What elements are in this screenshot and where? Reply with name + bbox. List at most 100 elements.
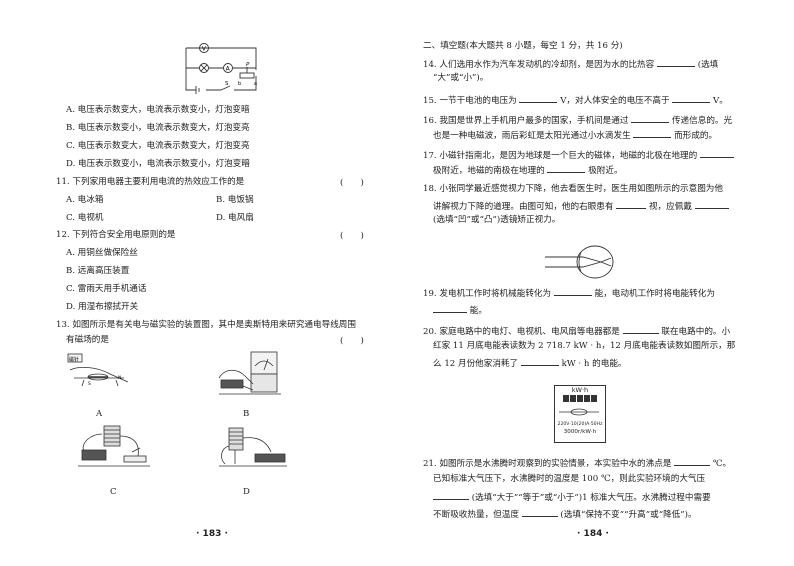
- right-page: 二、填空题(本大题共 8 小题，每空 1 分，共 16 分) 14. 人们选用水…: [397, 0, 794, 566]
- q12-option-d: D. 用湿布擦拭开关: [66, 302, 139, 312]
- q17-blank-2[interactable]: [547, 163, 586, 173]
- q19-text-a: 19. 发电机工作时将机械能转化为: [423, 289, 552, 299]
- q20-blank-1[interactable]: [622, 324, 659, 334]
- q19-text-c: 能。: [469, 306, 487, 316]
- q12-option-c: C. 雷雨天用手机通话: [66, 284, 147, 294]
- q21-blank-3[interactable]: [521, 507, 558, 517]
- q12-option-b: B. 远离高压装置: [66, 266, 130, 276]
- q20-text-a: 20. 家庭电路中的电灯、电视机、电风扇等电器都是: [423, 327, 620, 337]
- q12-paren: ( ): [340, 231, 364, 241]
- q18-text-c: (选填“凹”或“凸”)透镜矫正视力。: [433, 215, 561, 225]
- q15-line: 15. 一节干电池的电压为 V，对人体安全的电压不高于 V。: [423, 93, 728, 107]
- q15-text-b: V，对人体安全的电压不高于: [560, 96, 670, 106]
- q15-text-c: V。: [713, 96, 728, 106]
- meter-digits: [555, 395, 605, 402]
- svg-text:P: P: [246, 62, 250, 68]
- figure-c-caption: C: [110, 487, 117, 497]
- page-number-left: · 183 ·: [196, 529, 228, 539]
- q21-blank-2[interactable]: [433, 490, 469, 500]
- q11-option-d: D. 电风扇: [216, 213, 254, 223]
- q14-line1: 14. 人们选用水作为汽车发动机的冷却剂，是因为水的比热容 (选填: [423, 57, 718, 71]
- q18-text-b: 视，应佩戴: [648, 202, 692, 212]
- q20-blank-2[interactable]: [520, 356, 559, 366]
- q15-blank-2[interactable]: [672, 93, 711, 103]
- q20-line2: 红家 11 月底电能表读数为 2 718.7 kW · h，12 月底电能表读数…: [433, 341, 736, 351]
- electric-meter: kW·h 220V·10(20)A·50Hz 3000r/kW·h: [554, 385, 606, 443]
- figure-b-galvanometer: [218, 351, 281, 395]
- figure-d-motor: [219, 427, 287, 467]
- svg-text:V: V: [202, 46, 207, 53]
- q21-line3: (选填“大于”“等于”或“小于”)1 标准大气压。水沸腾过程中需要: [433, 490, 711, 504]
- q14-text-c: “大”或“小”)。: [433, 73, 489, 83]
- q18-line2: 讲解视力下降的道理。由图可知，他的右眼患有 视，应佩戴: [433, 199, 729, 213]
- q21-blank-1[interactable]: [674, 456, 711, 466]
- eye-diagram: [545, 245, 614, 279]
- q19-text-b: 能，电动机工作时将电能转化为: [594, 289, 715, 299]
- q10-option-b: B. 电压表示数变小，电流表示数变大，灯泡变亮: [66, 123, 250, 133]
- svg-text:A: A: [226, 66, 231, 73]
- q18-blank-1[interactable]: [616, 199, 647, 209]
- q10-option-c: C. 电压表示数变大，电流表示数变大，灯泡变亮: [66, 141, 250, 151]
- q17-text-c: 极附近。: [588, 166, 623, 176]
- q20-line3: 么 12 月份他家消耗了 kW · h 的电能。: [433, 356, 627, 370]
- q18-blank-2[interactable]: [694, 199, 729, 209]
- meter-speed: 3000r/kW·h: [563, 429, 597, 435]
- q16-text-a: 16. 我国是世界上手机用户最多的国家，手机间是通过: [423, 116, 629, 126]
- meter-rating: 220V·10(20)A·50Hz: [557, 422, 603, 427]
- q11-stem: 11. 下列家用电器主要利用电流的热效应工作的是: [56, 177, 245, 187]
- q20-line1: 20. 家庭电路中的电灯、电视机、电风扇等电器都是 联在电路中的。小: [423, 324, 730, 338]
- q11-option-c: C. 电视机: [66, 213, 104, 223]
- q10-option-a: A. 电压表示数变大，电流表示数变小，灯泡变暗: [66, 105, 250, 115]
- figure-a-caption: A: [96, 409, 103, 419]
- svg-text:b: b: [238, 81, 241, 87]
- q10-option-d: D. 电压表示数变小，电流表示数变小，灯泡变暗: [66, 159, 250, 169]
- q17-line1: 17. 小磁针指南北，是因为地球是一个巨大的磁体，地磁的北极在地理的: [423, 148, 734, 162]
- q11-option-b: B. 电饭锅: [216, 195, 254, 205]
- q20-text-c: 么 12 月份他家消耗了: [433, 359, 519, 369]
- figure-d-caption: D: [243, 487, 250, 497]
- meter-unit: kW·h: [571, 386, 589, 394]
- q13-paren: ( ): [340, 336, 364, 346]
- svg-text:S: S: [88, 381, 91, 387]
- q11-paren: ( ): [340, 178, 364, 188]
- q21-line4: 不断吸收热量，但温度 (选填“保持不变”“升高”或“降低”)。: [433, 507, 697, 521]
- q21-text-a: 21. 如图所示是水沸腾时观察到的实验情景，本实验中水的沸点是: [423, 459, 672, 469]
- svg-text:a: a: [254, 81, 257, 87]
- q16-line2: 也是一种电磁波，雨后彩虹是太阳光通过小水滴发生 而形成的。: [433, 128, 717, 142]
- q14-text-b: (选填: [697, 60, 719, 70]
- figure-c-electromagnet: [78, 425, 150, 467]
- q21-text-c: (选填“大于”“等于”或“小于”)1 标准大气压。水沸腾过程中需要: [471, 493, 711, 503]
- figure-b-caption: B: [243, 409, 250, 419]
- q21-text-e: (选填“保持不变”“升高”或“降低”)。: [560, 510, 697, 520]
- q21-line2: 已知标准大气压下，水沸腾时的温度是 100 ℃，则此实验环境的大气压: [433, 474, 706, 484]
- figure-a-label: 磁针: [69, 356, 79, 363]
- q16-text-b: 传递信息的。光: [671, 116, 733, 126]
- q15-blank-1[interactable]: [519, 93, 558, 103]
- q17-text-b: 极附近，地磁的南极在地理的: [433, 166, 545, 176]
- q18-text-a: 讲解视力下降的道理。由图可知，他的右眼患有: [433, 202, 614, 212]
- svg-text:N: N: [118, 375, 121, 381]
- q16-line1: 16. 我国是世界上手机用户最多的国家，手机间是通过 传递信息的。光: [423, 113, 732, 127]
- q16-blank-2[interactable]: [633, 128, 672, 138]
- q12-stem: 12. 下列符合安全用电原则的是: [56, 230, 176, 240]
- q17-blank-1[interactable]: [699, 148, 734, 158]
- circuit-diagram: V A S P b a: [185, 43, 257, 94]
- q15-text-a: 15. 一节干电池的电压为: [423, 96, 517, 106]
- left-page: V A S P b a A. 电压表示数变大，电流表示数变小，灯泡变暗 B. 电…: [56, 43, 364, 539]
- q19-line: 19. 发电机工作时将机械能转化为 能，电动机工作时将电能转化为: [423, 286, 715, 300]
- q19-line2: 能。: [433, 303, 487, 317]
- page-number-right: · 184 ·: [577, 529, 609, 539]
- q14-text-a: 14. 人们选用水作为汽车发动机的冷却剂，是因为水的比热容: [423, 60, 655, 70]
- q19-blank-1[interactable]: [553, 286, 592, 296]
- q16-text-d: 而形成的。: [674, 131, 718, 141]
- q17-line2: 极附近，地磁的南极在地理的 极附近。: [433, 163, 623, 177]
- q18-line1: 18. 小张同学最近感觉视力下降，他去看医生时，医生用如图所示的示意图为他: [423, 184, 723, 194]
- section-title: 二、填空题(本大题共 8 小题，每空 1 分，共 16 分): [423, 41, 623, 51]
- meter-disc-icon: [559, 408, 599, 416]
- q20-text-b: 联在电路中的。小: [661, 327, 731, 337]
- q19-blank-2[interactable]: [433, 303, 467, 313]
- q16-text-c: 也是一种电磁波，雨后彩虹是太阳光通过小水滴发生: [433, 131, 631, 141]
- q16-blank-1[interactable]: [631, 113, 670, 123]
- q17-text-a: 17. 小磁针指南北，是因为地球是一个巨大的磁体，地磁的北极在地理的: [423, 151, 698, 161]
- q14-blank-1[interactable]: [656, 57, 695, 67]
